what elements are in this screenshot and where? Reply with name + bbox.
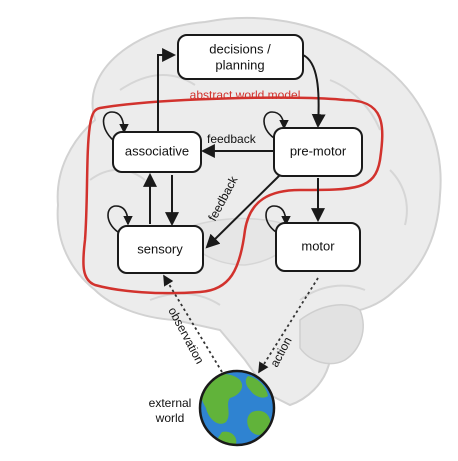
node-premotor-label: pre-motor	[290, 143, 347, 158]
node-premotor: pre-motor	[273, 127, 363, 177]
node-decisions: decisions / planning	[177, 34, 304, 80]
self-loop-associative	[102, 111, 129, 141]
edge-motor-to-world	[258, 277, 319, 374]
edge-premotor-to-sensory	[205, 171, 284, 249]
earth-globe-icon	[198, 369, 276, 447]
node-associative: associative	[112, 131, 202, 173]
world-model-label: abstract world model	[190, 88, 301, 102]
feedback-horizontal-label: feedback	[207, 132, 257, 146]
self-loops	[102, 111, 291, 233]
edge-decisions-to-premotor	[302, 54, 326, 129]
node-motor: motor	[275, 222, 361, 272]
node-motor-label: motor	[301, 238, 335, 253]
external-world-line2: world	[155, 411, 185, 425]
edges	[143, 48, 326, 374]
node-sensory-label: sensory	[137, 241, 183, 256]
world-model-region	[82, 96, 384, 295]
self-loop-premotor	[263, 111, 289, 139]
external-world-line1: external	[149, 396, 192, 410]
brain-silhouette-icon	[56, 16, 442, 407]
edge-associative-to-decisions	[157, 48, 177, 132]
edge-world-to-sensory	[163, 274, 223, 373]
self-loop-motor	[265, 205, 291, 233]
node-decisions-line2: planning	[215, 57, 264, 72]
node-sensory: sensory	[117, 225, 204, 274]
self-loop-sensory	[107, 205, 133, 233]
node-associative-label: associative	[125, 143, 189, 158]
node-decisions-line1: decisions /	[209, 41, 271, 56]
